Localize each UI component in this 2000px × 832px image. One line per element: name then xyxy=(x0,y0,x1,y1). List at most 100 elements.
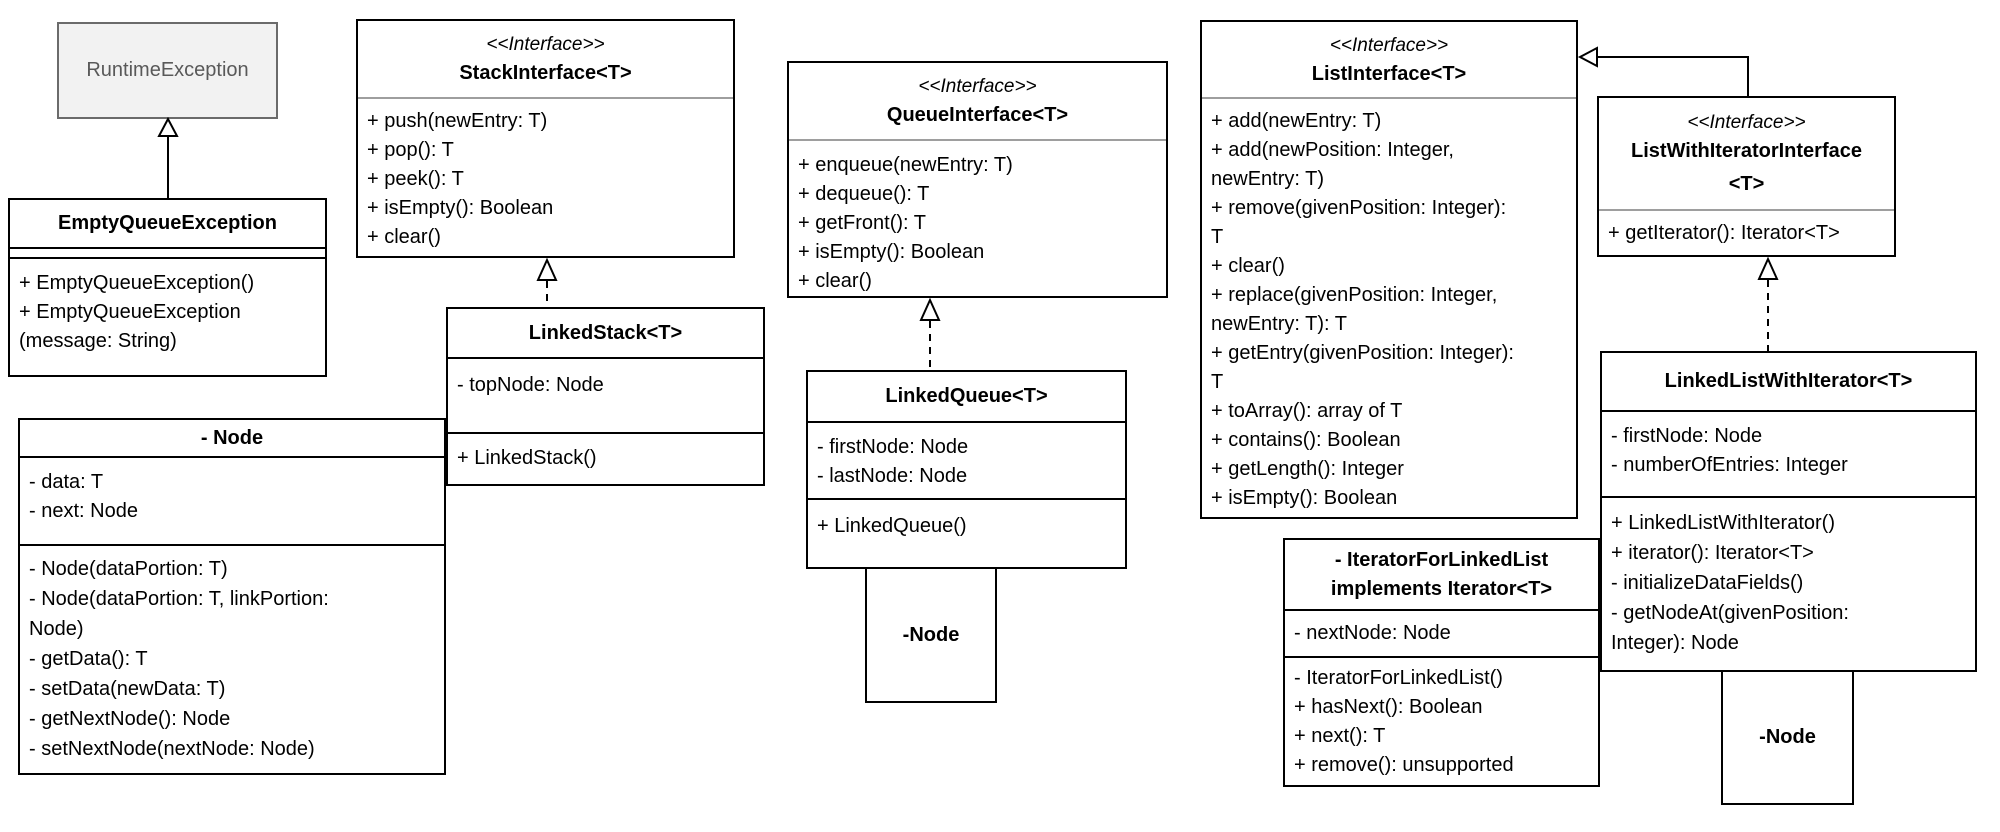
realization-arrow-linkedlistwithiterator-listwithiteratorinterface xyxy=(1757,256,1779,351)
member-line: + LinkedListWithIterator() xyxy=(1611,512,1835,534)
methods-compartment: - IteratorForLinkedList() + hasNext(): Bo… xyxy=(1285,656,1598,785)
member-line: - data: T xyxy=(29,471,104,493)
generalization-arrow-emptyqueueexception-runtimeexception xyxy=(157,116,179,198)
member-line: - getData(): T xyxy=(29,648,148,670)
uml-class-node-private-queue: -Node xyxy=(865,567,997,703)
member-line: + isEmpty(): Boolean xyxy=(798,241,985,263)
class-title: ListInterface<T> xyxy=(1311,62,1467,85)
member-line: + isEmpty(): Boolean xyxy=(367,197,554,219)
member-line: + getIterator(): Iterator<T> xyxy=(1608,222,1840,244)
member-line: - Node(dataPortion: T) xyxy=(29,558,228,580)
methods-compartment: + add(newEntry: T) + add(newPosition: Int… xyxy=(1202,97,1576,517)
member-line: - setNextNode(nextNode: Node) xyxy=(29,738,315,760)
uml-class-iterator-for-linked-list: - IteratorForLinkedList implements Itera… xyxy=(1283,538,1600,787)
class-title: - Node xyxy=(200,426,264,449)
uml-class-stack-interface: <<Interface>> StackInterface<T> + push(n… xyxy=(356,19,735,258)
member-line: - lastNode: Node xyxy=(817,465,968,487)
member-line: + peek(): T xyxy=(367,168,464,190)
member-line: T xyxy=(1211,371,1224,393)
member-line: + next(): T xyxy=(1294,725,1386,747)
member-line: + toArray(): array of T xyxy=(1211,400,1403,422)
methods-compartment: + LinkedListWithIterator() + iterator(): … xyxy=(1602,496,1975,670)
stereotype-label: <<Interface>> xyxy=(918,76,1037,97)
uml-class-runtime-exception: RuntimeException xyxy=(57,22,278,119)
methods-compartment: + EmptyQueueException() + EmptyQueueExcep… xyxy=(10,257,325,375)
member-line: - getNextNode(): Node xyxy=(29,708,231,730)
member-line: - firstNode: Node xyxy=(817,436,969,458)
attributes-compartment: - data: T - next: Node xyxy=(20,456,444,544)
attributes-compartment: - firstNode: Node - numberOfEntries: Inte… xyxy=(1602,410,1975,496)
title-compartment: <<Interface>> QueueInterface<T> xyxy=(789,63,1166,139)
attributes-compartment: - topNode: Node xyxy=(448,357,763,432)
class-title: QueueInterface<T> xyxy=(886,104,1069,126)
title-compartment: - IteratorForLinkedList implements Itera… xyxy=(1285,540,1598,609)
member-line: Node) xyxy=(29,618,84,640)
member-line: + remove(givenPosition: Integer): xyxy=(1211,197,1507,219)
methods-compartment: + LinkedStack() xyxy=(448,432,763,484)
class-title: LinkedListWithIterator<T> xyxy=(1664,370,1913,392)
member-line: + replace(givenPosition: Integer, xyxy=(1211,284,1498,306)
member-line: + getLength(): Integer xyxy=(1211,458,1404,480)
member-line: - IteratorForLinkedList() xyxy=(1294,667,1503,689)
stereotype-label: <<Interface>> xyxy=(486,34,605,55)
member-line: - getNodeAt(givenPosition: xyxy=(1611,602,1849,624)
uml-class-list-interface: <<Interface>> ListInterface<T> + add(new… xyxy=(1200,20,1578,519)
class-title: StackInterface<T> xyxy=(459,62,632,84)
member-line: + EmptyQueueException xyxy=(19,301,241,323)
member-line: - firstNode: Node xyxy=(1611,425,1763,447)
member-line: (message: String) xyxy=(19,330,177,352)
title-compartment: <<Interface>> StackInterface<T> xyxy=(358,21,733,97)
methods-compartment: + enqueue(newEntry: T)+ dequeue(): T+ ge… xyxy=(789,139,1166,296)
member-line: + hasNext(): Boolean xyxy=(1294,696,1483,718)
attributes-compartment: - nextNode: Node xyxy=(1285,609,1598,656)
generalization-arrow-listwithiteratorinterface-listinterface xyxy=(1577,46,1749,96)
attributes-compartment-empty xyxy=(10,247,325,257)
class-title: -Node xyxy=(1759,726,1816,748)
uml-class-linked-list-with-iterator: LinkedListWithIterator<T> - firstNode: N… xyxy=(1600,351,1977,672)
stereotype-label: <<Interface>> xyxy=(1687,112,1806,133)
member-line: + EmptyQueueException() xyxy=(19,272,255,294)
uml-class-linked-queue: LinkedQueue<T> - firstNode: Node- lastNo… xyxy=(806,370,1127,569)
class-title-type-param: <T> xyxy=(1728,173,1765,195)
member-line: - nextNode: Node xyxy=(1294,622,1451,644)
title-compartment: <<Interface>> ListWithIteratorInterface … xyxy=(1599,98,1894,209)
member-line: + push(newEntry: T) xyxy=(367,110,548,132)
member-line: + isEmpty(): Boolean xyxy=(1211,487,1398,509)
member-line: Integer): Node xyxy=(1611,632,1739,654)
member-line: - Node(dataPortion: T, linkPortion: xyxy=(29,588,329,610)
member-line: - setData(newData: T) xyxy=(29,678,226,700)
class-title: LinkedStack<T> xyxy=(528,321,683,344)
member-line: - numberOfEntries: Integer xyxy=(1611,454,1848,476)
uml-class-list-with-iterator-interface: <<Interface>> ListWithIteratorInterface … xyxy=(1597,96,1896,257)
attributes-compartment: - firstNode: Node - lastNode: Node xyxy=(808,421,1125,498)
member-line: + getFront(): T xyxy=(798,212,927,234)
member-line: newEntry: T): T xyxy=(1211,313,1347,335)
class-title: -Node xyxy=(902,623,960,646)
member-line: + add(newEntry: T) xyxy=(1211,110,1382,132)
realization-arrow-linkedstack-stackinterface xyxy=(536,257,558,307)
class-title-implements: implements Iterator<T> xyxy=(1330,577,1553,600)
realization-arrow-linkedqueue-queueinterface xyxy=(919,297,941,370)
member-line: + remove(): unsupported xyxy=(1294,754,1514,776)
member-line: + iterator(): Iterator<T> xyxy=(1611,542,1814,564)
uml-class-empty-queue-exception: EmptyQueueException + EmptyQueueExceptio… xyxy=(8,198,327,377)
member-line: + LinkedStack() xyxy=(457,447,597,469)
class-title: ListWithIteratorInterface xyxy=(1631,140,1862,162)
member-line: - next: Node xyxy=(29,500,138,522)
class-title: EmptyQueueException xyxy=(58,212,277,234)
methods-compartment: + getIterator(): Iterator<T> xyxy=(1599,209,1894,255)
methods-compartment: + push(newEntry: T)+ pop(): T+ peek(): T… xyxy=(358,97,733,256)
member-line: + clear() xyxy=(367,226,441,248)
uml-class-linked-stack: LinkedStack<T> - topNode: Node + LinkedS… xyxy=(446,307,765,486)
member-line: + getEntry(givenPosition: Integer): xyxy=(1211,342,1514,364)
member-line: - initializeDataFields() xyxy=(1611,572,1804,594)
member-line: - topNode: Node xyxy=(457,374,604,396)
member-line: + add(newPosition: Integer, xyxy=(1211,139,1454,161)
member-line: + contains(): Boolean xyxy=(1211,429,1401,451)
member-line: + LinkedQueue() xyxy=(817,515,967,537)
methods-compartment: + LinkedQueue() xyxy=(808,498,1125,567)
member-line: T xyxy=(1211,226,1224,248)
uml-class-node-private-list: -Node xyxy=(1721,670,1854,805)
class-title: RuntimeException xyxy=(86,59,249,81)
